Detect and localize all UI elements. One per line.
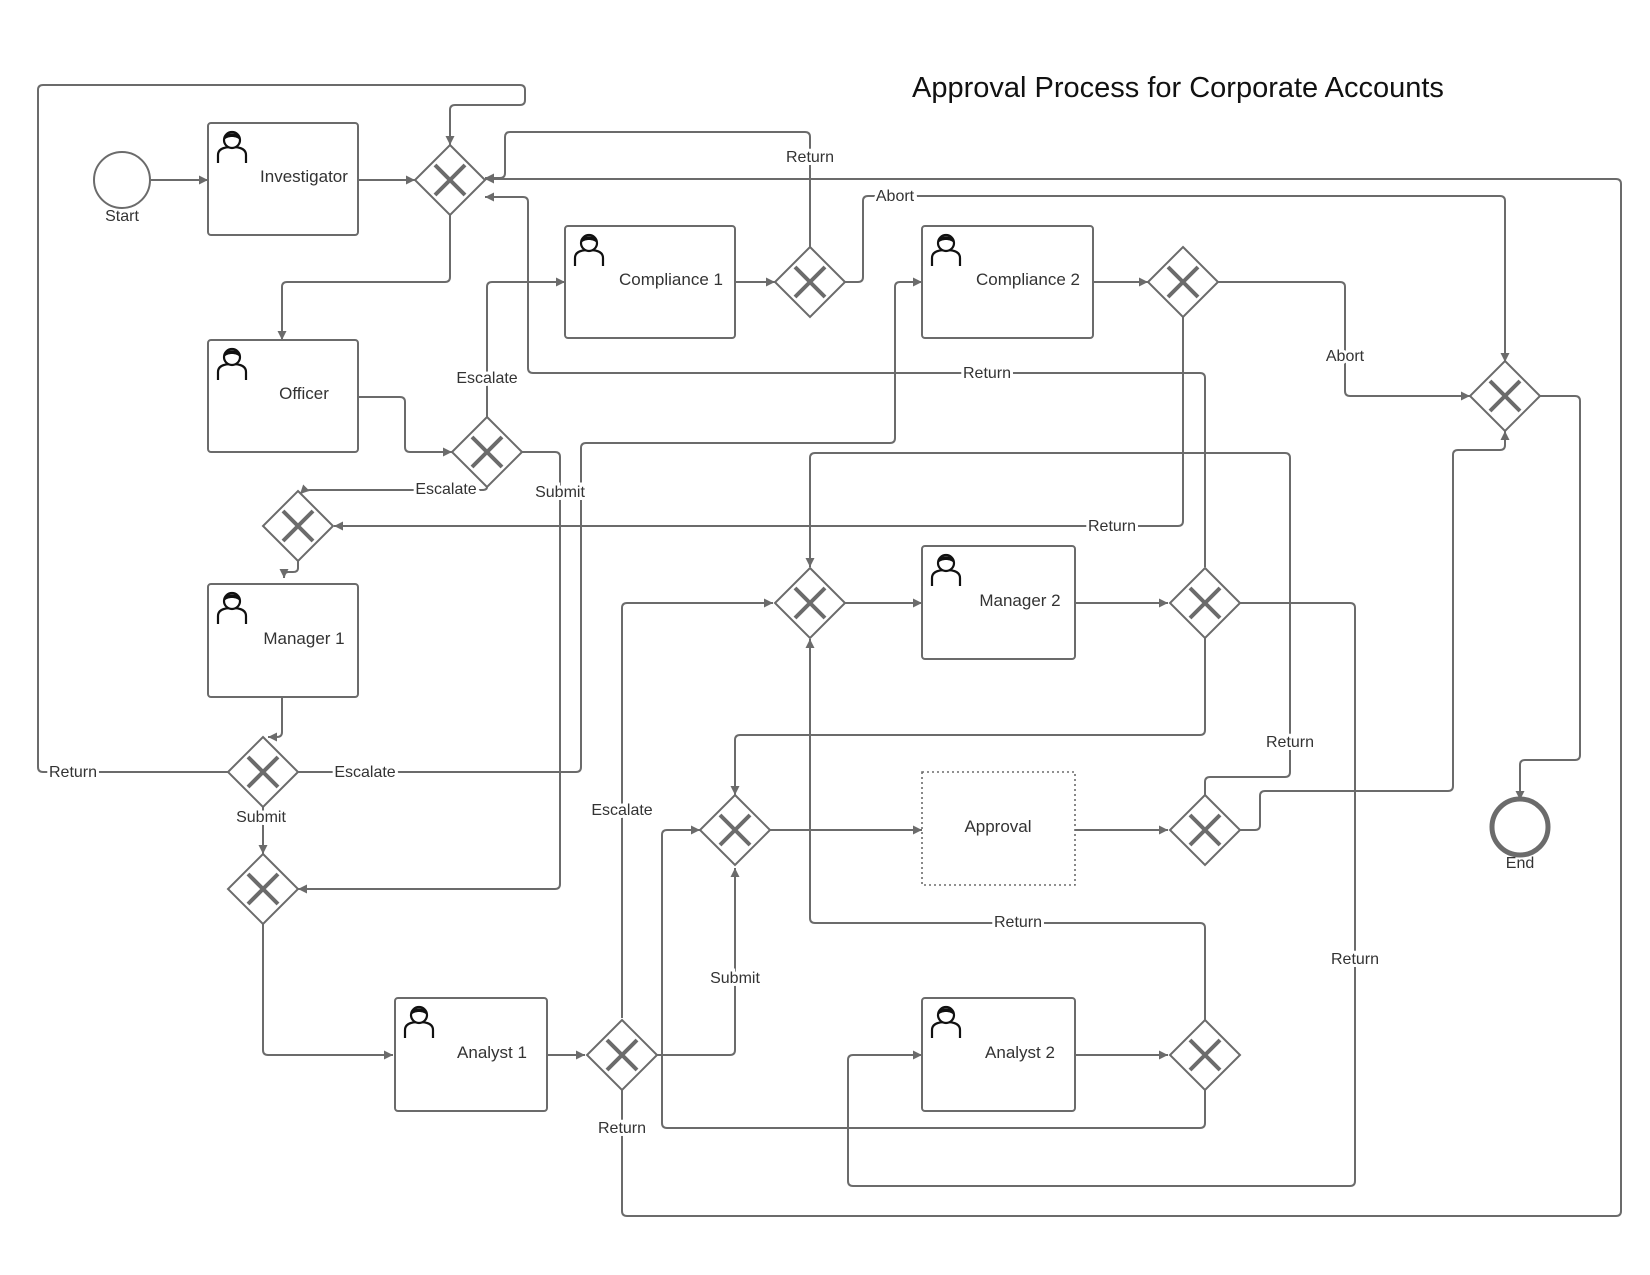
flow-label-abort: Abort bbox=[1326, 348, 1365, 365]
exclusive-gateway-icon[interactable] bbox=[226, 735, 300, 809]
flow-gw13-to-gw11 bbox=[661, 825, 1206, 1129]
task-analyst-2[interactable]: Analyst 2 bbox=[921, 997, 1076, 1112]
flow-gw3-escalate-comp1 bbox=[486, 277, 565, 417]
sequence-flows bbox=[37, 84, 1622, 1217]
exclusive-gateway-icon[interactable] bbox=[585, 1018, 659, 1092]
flow-label-return: Return bbox=[598, 1120, 646, 1137]
exclusive-gateway-icon[interactable] bbox=[1468, 359, 1542, 433]
flow-final-to-end bbox=[1515, 395, 1581, 800]
exclusive-gateway-icon[interactable] bbox=[1168, 1018, 1242, 1092]
flow-label-escalate: Escalate bbox=[591, 802, 652, 819]
start-event[interactable] bbox=[93, 151, 151, 209]
task-label: Analyst 2 bbox=[985, 1043, 1055, 1062]
task-label: Compliance 2 bbox=[976, 270, 1080, 289]
flow-label-escalate: Escalate bbox=[415, 481, 476, 498]
exclusive-gateway-icon[interactable] bbox=[450, 415, 524, 489]
exclusive-gateway-icon[interactable] bbox=[226, 852, 300, 926]
task-label: Approval bbox=[964, 817, 1031, 836]
exclusive-gateway-icon[interactable] bbox=[413, 143, 487, 217]
task-label: Officer bbox=[279, 384, 329, 403]
flow-label-return: Return bbox=[1088, 518, 1136, 535]
exclusive-gateway-icon[interactable] bbox=[1168, 793, 1242, 867]
flow-officer-to-gw3 bbox=[358, 396, 452, 457]
flow-return-manager2 bbox=[847, 602, 1356, 1187]
flow-gw3-escalate-gw4 bbox=[299, 484, 488, 495]
flow-label-submit: Submit bbox=[535, 484, 585, 501]
flow-manager1-to-gw6 bbox=[268, 697, 283, 742]
exclusive-gateway-icon[interactable] bbox=[773, 245, 847, 319]
end-label: End bbox=[1506, 855, 1534, 872]
task-label: Manager 1 bbox=[263, 629, 344, 648]
end-event[interactable] bbox=[1489, 796, 1551, 858]
task-compliance-2[interactable]: Compliance 2 bbox=[921, 225, 1094, 339]
flow-submit-a1 bbox=[657, 868, 740, 1056]
flow-gw9-to-gw11 bbox=[730, 638, 1206, 795]
task-label: Manager 2 bbox=[979, 591, 1060, 610]
exclusive-gateway-icon[interactable] bbox=[698, 793, 772, 867]
task-manager-1[interactable]: Manager 1 bbox=[207, 583, 359, 698]
flow-label-return: Return bbox=[963, 365, 1011, 382]
flow-gw12-to-final bbox=[1240, 431, 1510, 831]
task-label: Compliance 1 bbox=[619, 270, 723, 289]
exclusive-gateway-icon[interactable] bbox=[1146, 245, 1220, 319]
flow-return-m1-loop bbox=[37, 84, 526, 773]
task-compliance-1[interactable]: Compliance 1 bbox=[564, 225, 736, 339]
exclusive-gateway-icon[interactable] bbox=[1168, 566, 1242, 640]
task-analyst-1[interactable]: Analyst 1 bbox=[394, 997, 548, 1112]
exclusive-gateway-icon[interactable] bbox=[773, 566, 847, 640]
flow-label-return: Return bbox=[1266, 734, 1314, 751]
flow-label-submit: Submit bbox=[710, 970, 760, 987]
task-investigator[interactable]: Investigator bbox=[207, 122, 359, 236]
flow-return-a2 bbox=[805, 639, 1206, 1020]
flow-label-submit: Submit bbox=[236, 809, 286, 826]
flow-gw3-submit bbox=[298, 451, 561, 894]
exclusive-gateway-icon[interactable] bbox=[261, 489, 335, 563]
task-label: Investigator bbox=[260, 167, 348, 186]
flow-label-escalate: Escalate bbox=[456, 370, 517, 387]
task-officer[interactable]: Officer bbox=[207, 339, 359, 453]
task-manager-2[interactable]: Manager 2 bbox=[921, 545, 1076, 660]
flow-abort-comp2 bbox=[1218, 281, 1470, 401]
flow-gw7-to-analyst1 bbox=[262, 924, 393, 1060]
flow-abort-comp1 bbox=[845, 195, 1510, 362]
flow-return-approval bbox=[805, 452, 1291, 795]
flow-return-a1-loop bbox=[485, 174, 1622, 1217]
flow-return-comp2 bbox=[334, 317, 1184, 531]
task-approval[interactable]: Approval bbox=[921, 771, 1076, 886]
flow-label-return: Return bbox=[1331, 951, 1379, 968]
start-label: Start bbox=[105, 208, 139, 225]
flow-label-abort: Abort bbox=[876, 188, 915, 205]
flow-escalate-m1 bbox=[298, 277, 922, 773]
flow-label-return: Return bbox=[786, 149, 834, 166]
flow-return-comp1 bbox=[485, 131, 811, 247]
task-label: Analyst 1 bbox=[457, 1043, 527, 1062]
flow-label-return: Return bbox=[49, 764, 97, 781]
flow-escalate-a1 bbox=[621, 598, 773, 1018]
flow-return-m2-to-inv bbox=[485, 192, 1206, 567]
flow-gw1-to-officer bbox=[277, 215, 451, 340]
flow-gw4-to-manager1 bbox=[279, 561, 299, 579]
flow-labels: Return Abort Escalate Return Abort Escal… bbox=[46, 146, 1382, 1140]
flow-label-escalate: Escalate bbox=[334, 764, 395, 781]
diagram-title: Approval Process for Corporate Accounts bbox=[912, 72, 1444, 104]
flow-label-return: Return bbox=[994, 914, 1042, 931]
gateways bbox=[226, 143, 1542, 1092]
